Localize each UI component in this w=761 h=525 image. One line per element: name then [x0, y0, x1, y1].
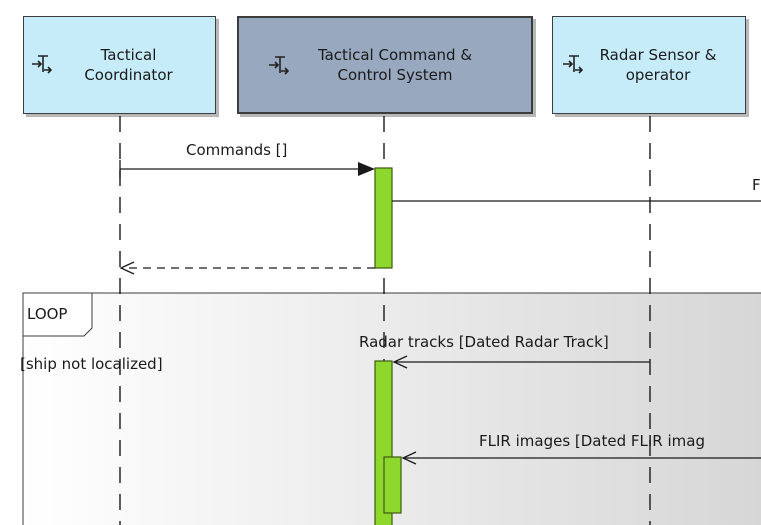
- message-commands-label: Commands []: [186, 141, 288, 159]
- loop-operator-label: LOOP: [27, 305, 68, 323]
- part-icon: [32, 55, 52, 74]
- part-icon: [563, 55, 583, 74]
- loop-guard-label: [ship not localized]: [20, 355, 163, 373]
- filled-arrowhead-icon: [358, 162, 375, 176]
- open-arrowhead-icon: [401, 451, 417, 465]
- open-arrowhead-icon: [119, 261, 135, 275]
- lifeline-name-line2: operator: [625, 66, 691, 84]
- part-icon: [269, 56, 289, 75]
- lifeline-tactical-command-control-system[interactable]: Tactical Command & Control System: [237, 16, 533, 114]
- lifeline-tactical-coordinator[interactable]: Tactical Coordinator: [23, 16, 216, 114]
- message-flir-images-label: FLIR images [Dated FLIR imag: [479, 432, 705, 450]
- message-radar-tracks-label: Radar tracks [Dated Radar Track]: [359, 333, 609, 351]
- message-outgoing-label: F: [752, 176, 761, 194]
- activation-bar[interactable]: [374, 167, 393, 269]
- lifeline-name-line1: Radar Sensor &: [599, 46, 717, 64]
- open-arrowhead-icon: [392, 355, 408, 369]
- loop-operator-tab: [22, 292, 93, 337]
- lifeline-name-line1: Tactical: [100, 46, 157, 64]
- lifeline-name-line1: Tactical Command &: [317, 46, 473, 64]
- lifeline-name-line2: Coordinator: [84, 66, 173, 84]
- lifeline-radar-sensor-operator[interactable]: Radar Sensor & operator: [552, 16, 746, 114]
- lifeline-name-line2: Control System: [337, 66, 453, 84]
- nested-activation-bar[interactable]: [383, 456, 402, 514]
